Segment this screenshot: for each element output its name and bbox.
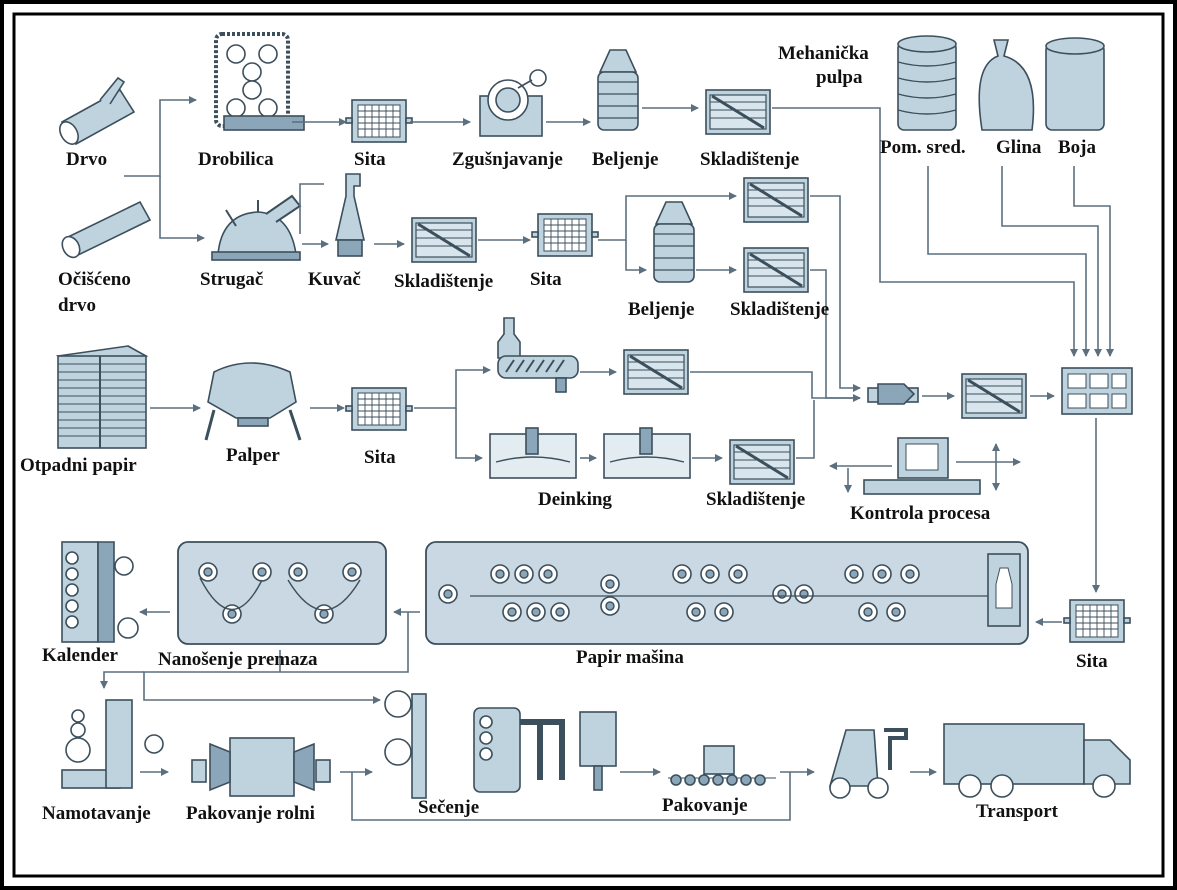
storage-4b-icon <box>728 438 796 486</box>
truck-icon <box>943 723 1131 798</box>
label-skladistenje-4: Skladištenje <box>706 489 806 510</box>
label-ocisceno: Očišćeno <box>58 269 131 290</box>
screen-1-icon <box>345 99 413 143</box>
storage-4a-icon <box>622 348 690 396</box>
label-papir-masina: Papir mašina <box>576 647 684 668</box>
label-sita-1: Sita <box>354 149 386 170</box>
screw-press-icon <box>497 317 579 393</box>
label-secenje: Sečenje <box>418 797 480 818</box>
storage-3b-icon <box>742 246 810 294</box>
winder-icon <box>61 699 164 789</box>
process-control-computer-icon <box>863 437 981 495</box>
slitter-icon <box>384 690 565 799</box>
coating-rollers <box>198 562 362 624</box>
label-deinking: Deinking <box>538 489 612 510</box>
label-pakovanje: Pakovanje <box>662 795 748 816</box>
bleaching-tower-2-icon <box>653 201 695 283</box>
label-namotavanje: Namotavanje <box>42 803 151 824</box>
additives-drum-icon <box>897 35 957 131</box>
label-nanosenje-premaza: Nanošenje premaza <box>158 649 318 670</box>
screen-3-icon <box>345 387 413 431</box>
clay-sack-icon <box>978 39 1035 131</box>
screen-4-icon <box>1063 599 1131 643</box>
label-drvo: Drvo <box>66 149 108 170</box>
label-transport: Transport <box>976 801 1058 822</box>
label-beljenje-1: Beljenje <box>592 149 659 170</box>
screen-2-icon <box>531 213 599 257</box>
label-ocisceno-drvo: drvo <box>58 295 96 316</box>
storage-1-icon <box>704 88 772 136</box>
label-palper: Palper <box>226 445 280 466</box>
storage-3a-icon <box>742 176 810 224</box>
forklift-icon <box>828 728 908 799</box>
label-pulpa: pulpa <box>816 67 863 88</box>
label-sita-2: Sita <box>530 269 562 290</box>
control-panel-icon <box>1061 367 1133 415</box>
label-mehanicka: Mehanička <box>778 43 869 64</box>
label-pom-sred: Pom. sred. <box>880 137 966 158</box>
label-kontrola-procesa: Kontrola procesa <box>850 503 991 524</box>
digester-icon <box>334 173 366 257</box>
paper-machine-rollers <box>438 553 1021 627</box>
calender-icon <box>61 541 139 643</box>
dye-tank-icon <box>1045 37 1105 131</box>
label-kalender: Kalender <box>42 645 118 666</box>
pulper-icon <box>204 362 302 441</box>
label-glina: Glina <box>996 137 1042 158</box>
paper-machine-panel <box>425 541 1029 645</box>
thickener-icon <box>479 69 547 137</box>
grinder-icon <box>214 32 305 131</box>
label-zgusnjavanje: Zgušnjavanje <box>452 149 563 170</box>
label-boja: Boja <box>1058 137 1096 158</box>
chipper-icon <box>211 194 302 261</box>
label-sita-4: Sita <box>1076 651 1108 672</box>
log-icon <box>59 76 136 146</box>
label-pakovanje-rolni: Pakovanje rolni <box>186 803 315 824</box>
storage-2-icon <box>410 216 478 264</box>
label-skladistenje-1: Skladištenje <box>700 149 800 170</box>
clean-log-icon <box>61 200 152 259</box>
label-strugac: Strugač <box>200 269 264 290</box>
label-otpadni-papir: Otpadni papir <box>20 455 137 476</box>
refiner-icon <box>867 383 919 405</box>
label-beljenje-2: Beljenje <box>628 299 695 320</box>
inner-frame <box>12 12 1165 878</box>
flow-lines <box>100 96 1114 821</box>
label-drobilica: Drobilica <box>198 149 274 170</box>
flotation-cells-icon <box>489 427 691 479</box>
storage-5-icon <box>960 372 1028 420</box>
waste-paper-stack-icon <box>55 345 149 449</box>
packaging-press-icon <box>579 711 776 791</box>
bleaching-tower-1-icon <box>597 49 639 131</box>
roll-packaging-icon <box>191 737 331 797</box>
label-skladistenje-3: Skladištenje <box>730 299 830 320</box>
label-sita-3: Sita <box>364 447 396 468</box>
label-kuvac: Kuvač <box>308 269 361 290</box>
label-skladistenje-2: Skladištenje <box>394 271 494 292</box>
